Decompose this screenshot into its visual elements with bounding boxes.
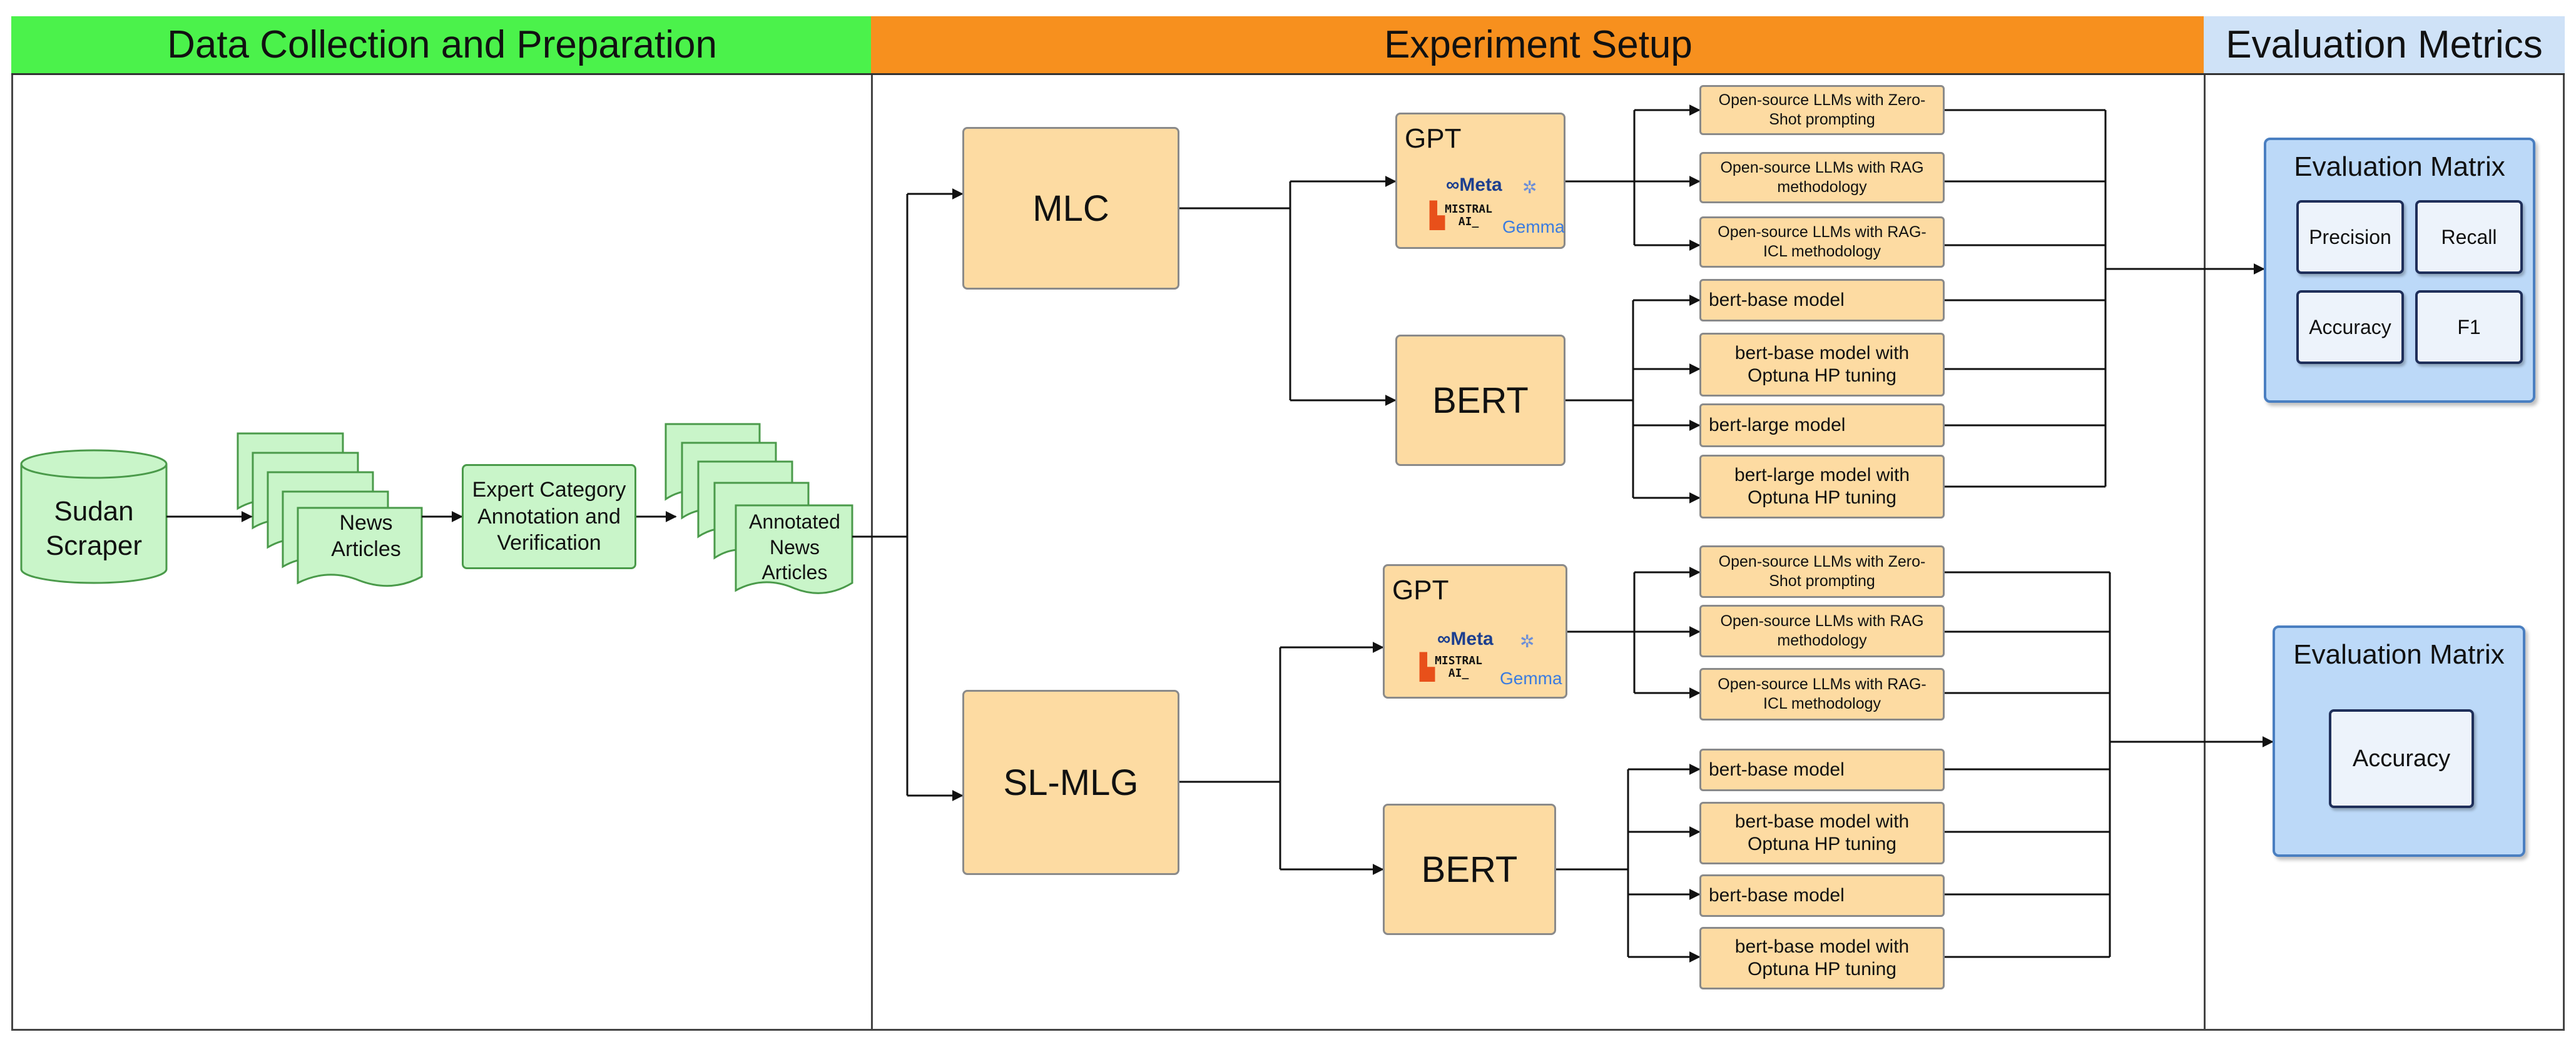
metric-recall: Recall: [2415, 200, 2523, 274]
mlc-bert-model-2: bert-base model with Optuna HP tuning: [1699, 333, 1945, 397]
metric-precision: Precision: [2296, 200, 2404, 274]
evaluation-matrix-title: Evaluation Matrix: [2293, 639, 2505, 670]
mlc-gpt-method-2: Open-source LLMs with RAG methodology: [1699, 152, 1945, 203]
evaluation-matrix-2: Evaluation Matrix Accuracy: [2273, 625, 2525, 857]
mlc-bert-model-1: bert-base model: [1699, 279, 1945, 321]
sparkle-icon: ✲: [1522, 178, 1537, 197]
annotated-articles: Annotated News Articles: [749, 510, 840, 584]
gpt-label: GPT: [1405, 123, 1462, 154]
slmlg-bert-model-4: bert-base model with Optuna HP tuning: [1699, 927, 1945, 989]
evaluation-matrix-title: Evaluation Matrix: [2294, 151, 2505, 182]
slmlg-bert-box: BERT: [1383, 804, 1556, 935]
meta-logo-icon: ∞Meta: [1437, 629, 1494, 649]
gemma-logo-icon: Gemma: [1502, 217, 1565, 236]
mlc-gpt-method-3: Open-source LLMs with RAG-ICL methodolog…: [1699, 216, 1945, 268]
gpt-label: GPT: [1392, 575, 1449, 605]
metric-f1: F1: [2415, 290, 2523, 364]
annotation-box: Expert Category Annotation and Verificat…: [462, 464, 636, 569]
slmlg-box: SL-MLG: [962, 690, 1179, 875]
slmlg-gpt-method-3: Open-source LLMs with RAG-ICL methodolog…: [1699, 668, 1945, 721]
mlc-bert-box: BERT: [1395, 335, 1565, 466]
mlc-box: MLC: [962, 127, 1179, 290]
slmlg-bert-model-2: bert-base model with Optuna HP tuning: [1699, 802, 1945, 864]
experiment-header: Experiment Setup: [871, 16, 2206, 75]
evaluation-header: Evaluation Metrics: [2204, 16, 2565, 75]
gemma-logo-icon: Gemma: [1500, 669, 1562, 688]
database-cylinder-icon: [20, 449, 168, 584]
data-prep-header: Data Collection and Preparation: [11, 16, 873, 75]
slmlg-gpt-method-2: Open-source LLMs with RAG methodology: [1699, 605, 1945, 657]
slmlg-bert-model-3: bert-base model: [1699, 874, 1945, 917]
metric-accuracy: Accuracy: [2296, 290, 2404, 364]
news-articles-stack-icon: [237, 432, 423, 587]
evaluation-matrix-1: Evaluation Matrix Precision Recall Accur…: [2264, 138, 2535, 403]
mlc-bert-model-4: bert-large model with Optuna HP tuning: [1699, 455, 1945, 518]
sudan-scraper: Sudan Scraper: [45, 496, 143, 561]
mlc-gpt-method-1: Open-source LLMs with Zero-Shot promptin…: [1699, 85, 1945, 135]
slmlg-bert-model-1: bert-base model: [1699, 749, 1945, 791]
news-articles: News Articles: [331, 510, 401, 562]
metric-accuracy: Accuracy: [2329, 709, 2474, 808]
meta-logo-icon: ∞Meta: [1446, 175, 1502, 195]
slmlg-gpt-method-1: Open-source LLMs with Zero-Shot promptin…: [1699, 545, 1945, 598]
annotated-articles-stack-icon: [664, 423, 853, 594]
sparkle-icon: ✲: [1520, 632, 1535, 651]
mlc-bert-model-3: bert-large model: [1699, 403, 1945, 447]
